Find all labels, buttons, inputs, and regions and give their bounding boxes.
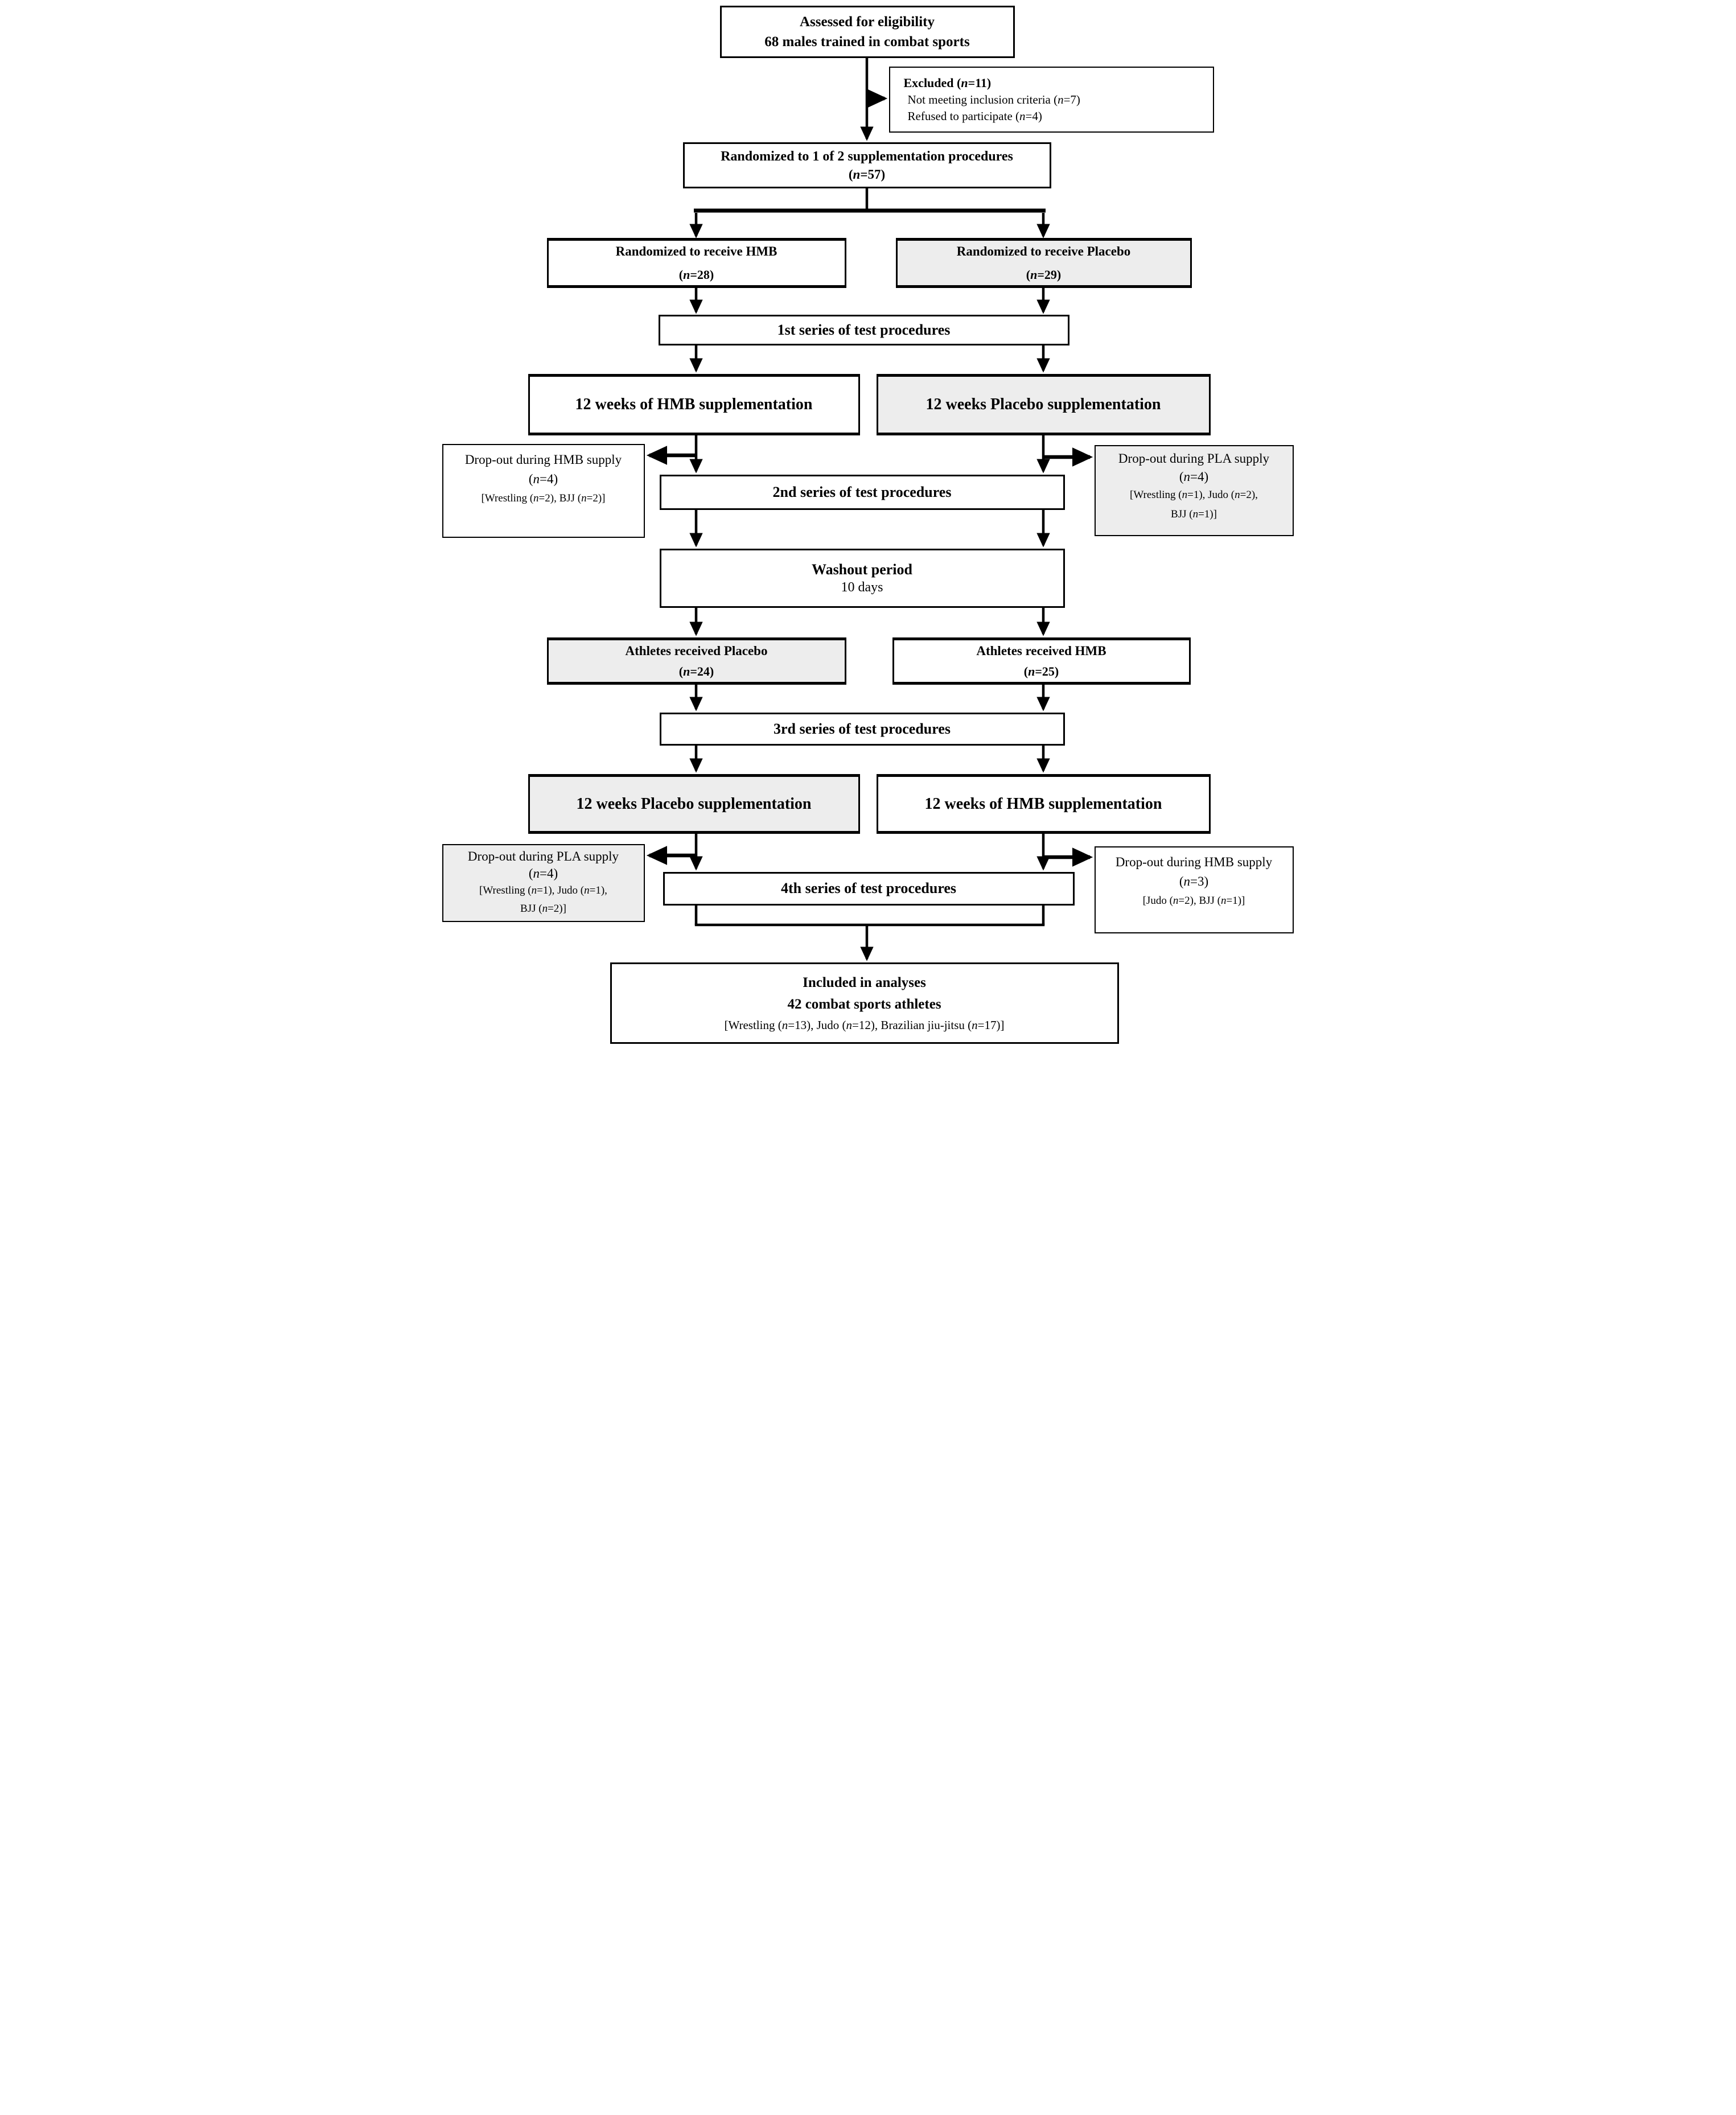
placebo-12weeks-first-label: 12 weeks Placebo supplementation xyxy=(925,396,1161,414)
assessed-box: Assessed for eligibility 68 males traine… xyxy=(719,6,1015,58)
included-detail: [Wrestling (n=13), Judo (n=12), Brazilia… xyxy=(724,1018,1005,1032)
hmb-12weeks-second-label: 12 weeks of HMB supplementation xyxy=(924,795,1162,813)
dropout-line: Drop-out during HMB supply xyxy=(464,452,622,467)
hmb-12weeks-first-label: 12 weeks of HMB supplementation xyxy=(575,396,813,414)
dropout-count: (n=3) xyxy=(1179,874,1209,889)
included-box: Included in analyses 42 combat sports at… xyxy=(610,962,1119,1044)
dropout-pla-second-box: Drop-out during PLA supply (n=4) [Wrestl… xyxy=(442,844,645,922)
flow-arrows xyxy=(646,58,1093,961)
excluded-item: Not meeting inclusion criteria (n=7) xyxy=(907,93,1080,107)
included-line: Included in analyses xyxy=(803,974,926,990)
dropout-pla-first-box: Drop-out during PLA supply (n=4) [Wrestl… xyxy=(1094,445,1294,536)
washout-title: Washout period xyxy=(812,561,912,578)
dropout-detail: BJJ (n=2)] xyxy=(520,902,566,915)
assessed-line: 68 males trained in combat sports xyxy=(764,34,970,50)
placebo-12weeks-second-label: 12 weeks Placebo supplementation xyxy=(576,795,812,813)
randomized-count: (n=57) xyxy=(848,167,886,182)
dropout-line: Drop-out during PLA supply xyxy=(467,849,619,863)
consort-flow-diagram: Assessed for eligibility 68 males traine… xyxy=(434,0,1302,1058)
excluded-box: Excluded (n=11) Not meeting inclusion cr… xyxy=(888,67,1214,133)
dropout-detail: BJJ (n=1)] xyxy=(1171,508,1217,520)
dropout-count: (n=4) xyxy=(1179,470,1209,484)
series2-label: 2nd series of test procedures xyxy=(772,483,952,500)
series1-label: 1st series of test procedures xyxy=(777,321,951,338)
hmb-12weeks-second-box: 12 weeks of HMB supplementation xyxy=(876,774,1211,834)
dropout-count: (n=4) xyxy=(528,866,558,881)
athletes-hmb-box: Athletes received HMB (n=25) xyxy=(892,637,1191,685)
series4-box: 4th series of test procedures xyxy=(663,872,1075,906)
dropout-hmb-first-box: Drop-out during HMB supply (n=4) [Wrestl… xyxy=(442,444,645,538)
excluded-title: Excluded (n=11) xyxy=(903,76,992,90)
placebo-12weeks-first-box: 12 weeks Placebo supplementation xyxy=(876,374,1211,435)
randomized-hmb-box: Randomized to receive HMB (n=28) xyxy=(546,238,846,288)
dropout-count: (n=4) xyxy=(528,472,558,487)
dropout-detail: [Wrestling (n=2), BJJ (n=2)] xyxy=(481,492,606,505)
series3-label: 3rd series of test procedures xyxy=(774,720,951,737)
randomized-hmb-line: Randomized to receive HMB xyxy=(615,244,778,259)
dropout-detail: [Wrestling (n=1), Judo (n=2), xyxy=(1130,489,1258,501)
dropout-line: Drop-out during PLA supply xyxy=(1118,451,1270,466)
randomized-hmb-count: (n=28) xyxy=(678,267,714,282)
randomized-line: Randomized to 1 of 2 supplementation pro… xyxy=(721,149,1013,164)
dropout-hmb-second-box: Drop-out during HMB supply (n=3) [Judo (… xyxy=(1094,846,1294,933)
athletes-placebo-box: Athletes received Placebo (n=24) xyxy=(546,637,846,685)
washout-duration: 10 days xyxy=(841,580,883,595)
randomized-placebo-box: Randomized to receive Placebo (n=29) xyxy=(895,238,1192,288)
series2-box: 2nd series of test procedures xyxy=(659,475,1065,510)
dropout-line: Drop-out during HMB supply xyxy=(1115,855,1273,869)
series3-box: 3rd series of test procedures xyxy=(659,713,1065,746)
hmb-12weeks-first-box: 12 weeks of HMB supplementation xyxy=(528,374,860,435)
placebo-12weeks-second-box: 12 weeks Placebo supplementation xyxy=(528,774,860,834)
washout-box: Washout period 10 days xyxy=(659,549,1065,608)
assessed-line: Assessed for eligibility xyxy=(799,14,935,30)
athletes-placebo-count: (n=24) xyxy=(678,664,714,679)
randomized-placebo-count: (n=29) xyxy=(1026,267,1062,282)
series1-box: 1st series of test procedures xyxy=(658,315,1069,345)
excluded-item: Refused to participate (n=4) xyxy=(907,109,1042,123)
included-line: 42 combat sports athletes xyxy=(787,997,941,1013)
randomized-box: Randomized to 1 of 2 supplementation pro… xyxy=(682,142,1051,188)
dropout-detail: [Wrestling (n=1), Judo (n=1), xyxy=(479,884,607,897)
randomized-placebo-line: Randomized to receive Placebo xyxy=(956,244,1131,259)
athletes-placebo-line: Athletes received Placebo xyxy=(625,643,768,658)
series4-label: 4th series of test procedures xyxy=(780,880,957,897)
athletes-hmb-line: Athletes received HMB xyxy=(976,643,1106,658)
dropout-detail: [Judo (n=2), BJJ (n=1)] xyxy=(1142,895,1245,907)
athletes-hmb-count: (n=25) xyxy=(1023,664,1059,679)
